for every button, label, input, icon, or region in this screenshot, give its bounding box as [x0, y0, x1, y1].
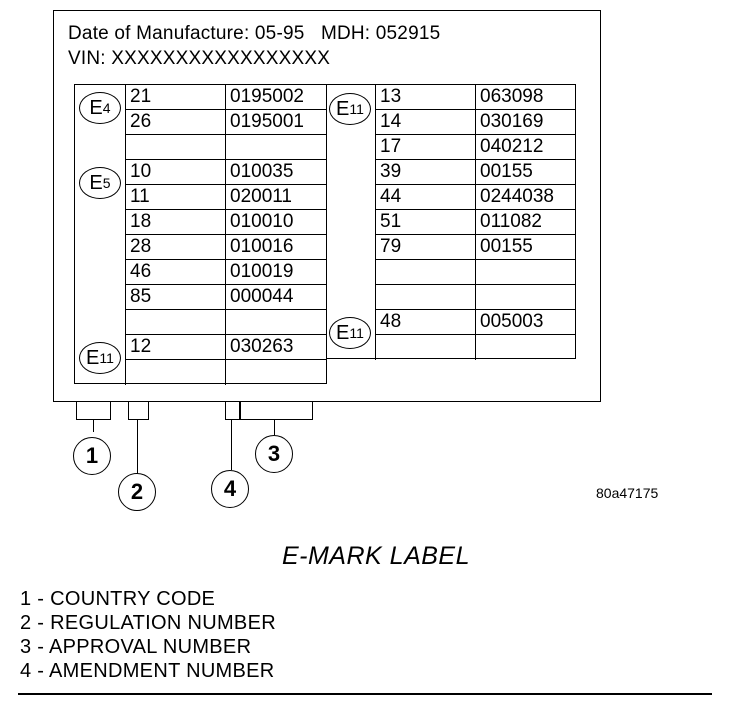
regulation-cell — [375, 335, 475, 360]
vin-info: VIN: XXXXXXXXXXXXXXXXX — [68, 48, 331, 69]
regulation-cell: 26 — [125, 110, 225, 135]
regulation-cell: 18 — [125, 210, 225, 235]
regulation-number-bracket — [128, 402, 149, 420]
approval-cell — [225, 310, 326, 335]
country-code-bracket — [76, 402, 111, 420]
regulation-cell: 21 — [125, 85, 225, 110]
regulation-cell: 11 — [125, 185, 225, 210]
callout-4: 4 — [211, 470, 249, 508]
approval-cell — [225, 135, 326, 160]
figure-code: 80a47175 — [596, 485, 659, 501]
regulation-cell: 51 — [375, 210, 475, 235]
approval-number-bracket — [240, 402, 313, 420]
regulation-cell: 79 — [375, 235, 475, 260]
regulation-cell: 48 — [375, 310, 475, 335]
approval-cell: 011082 — [475, 210, 576, 235]
regulation-cell: 28 — [125, 235, 225, 260]
legend-list: 1 - COUNTRY CODE 2 - REGULATION NUMBER 3… — [20, 587, 276, 683]
figure-title: E-MARK LABEL — [281, 542, 470, 570]
regulation-cell — [125, 360, 225, 385]
leader-line-2 — [137, 420, 138, 474]
approval-cell: 0195001 — [225, 110, 326, 135]
regulation-cell — [375, 260, 475, 285]
approval-cell: 010035 — [225, 160, 326, 185]
regulation-cell: 14 — [375, 110, 475, 135]
regulation-cell: 39 — [375, 160, 475, 185]
leader-line-4 — [231, 420, 232, 470]
approval-cell: 030263 — [225, 335, 326, 360]
approval-cell: 030169 — [475, 110, 576, 135]
legend-item-regulation-number: 2 - REGULATION NUMBER — [20, 612, 276, 634]
approval-cell — [225, 360, 326, 385]
approval-cell: 005003 — [475, 310, 576, 335]
approval-cell: 040212 — [475, 135, 576, 160]
manufacture-info: Date of Manufacture: 05-95 MDH: 052915 — [68, 23, 441, 44]
regulation-cell — [125, 310, 225, 335]
regulation-cell: 17 — [375, 135, 475, 160]
amendment-number-bracket — [225, 402, 240, 420]
callout-3: 3 — [255, 435, 293, 473]
approval-cell: 010016 — [225, 235, 326, 260]
approval-cell: 010010 — [225, 210, 326, 235]
regulation-cell — [375, 285, 475, 310]
approval-cell: 00155 — [475, 160, 576, 185]
approval-cell — [475, 335, 576, 360]
regulation-cell: 13 — [375, 85, 475, 110]
regulation-cell: 46 — [125, 260, 225, 285]
leader-line-3 — [274, 420, 275, 435]
callout-1: 1 — [73, 437, 111, 475]
approval-cell: 0244038 — [475, 185, 576, 210]
legend-item-approval-number: 3 - APPROVAL NUMBER — [20, 636, 252, 658]
approval-cell: 020011 — [225, 185, 326, 210]
approval-cell: 063098 — [475, 85, 576, 110]
regulation-cell: 10 — [125, 160, 225, 185]
regulation-cell — [125, 135, 225, 160]
approval-cell: 00155 — [475, 235, 576, 260]
bottom-rule — [18, 693, 712, 695]
approval-cell: 0195002 — [225, 85, 326, 110]
approval-cell: 010019 — [225, 260, 326, 285]
callout-2: 2 — [118, 473, 156, 511]
emark-label-card: Date of Manufacture: 05-95 MDH: 052915 V… — [53, 10, 601, 402]
leader-line-1 — [93, 420, 94, 432]
regulation-cell: 44 — [375, 185, 475, 210]
approval-cell — [475, 285, 576, 310]
regulation-cell: 85 — [125, 285, 225, 310]
regulation-cell: 12 — [125, 335, 225, 360]
approval-cell: 000044 — [225, 285, 326, 310]
legend-item-country-code: 1 - COUNTRY CODE — [20, 588, 216, 610]
approval-cell — [475, 260, 576, 285]
legend-item-amendment-number: 4 - AMENDMENT NUMBER — [20, 660, 275, 682]
